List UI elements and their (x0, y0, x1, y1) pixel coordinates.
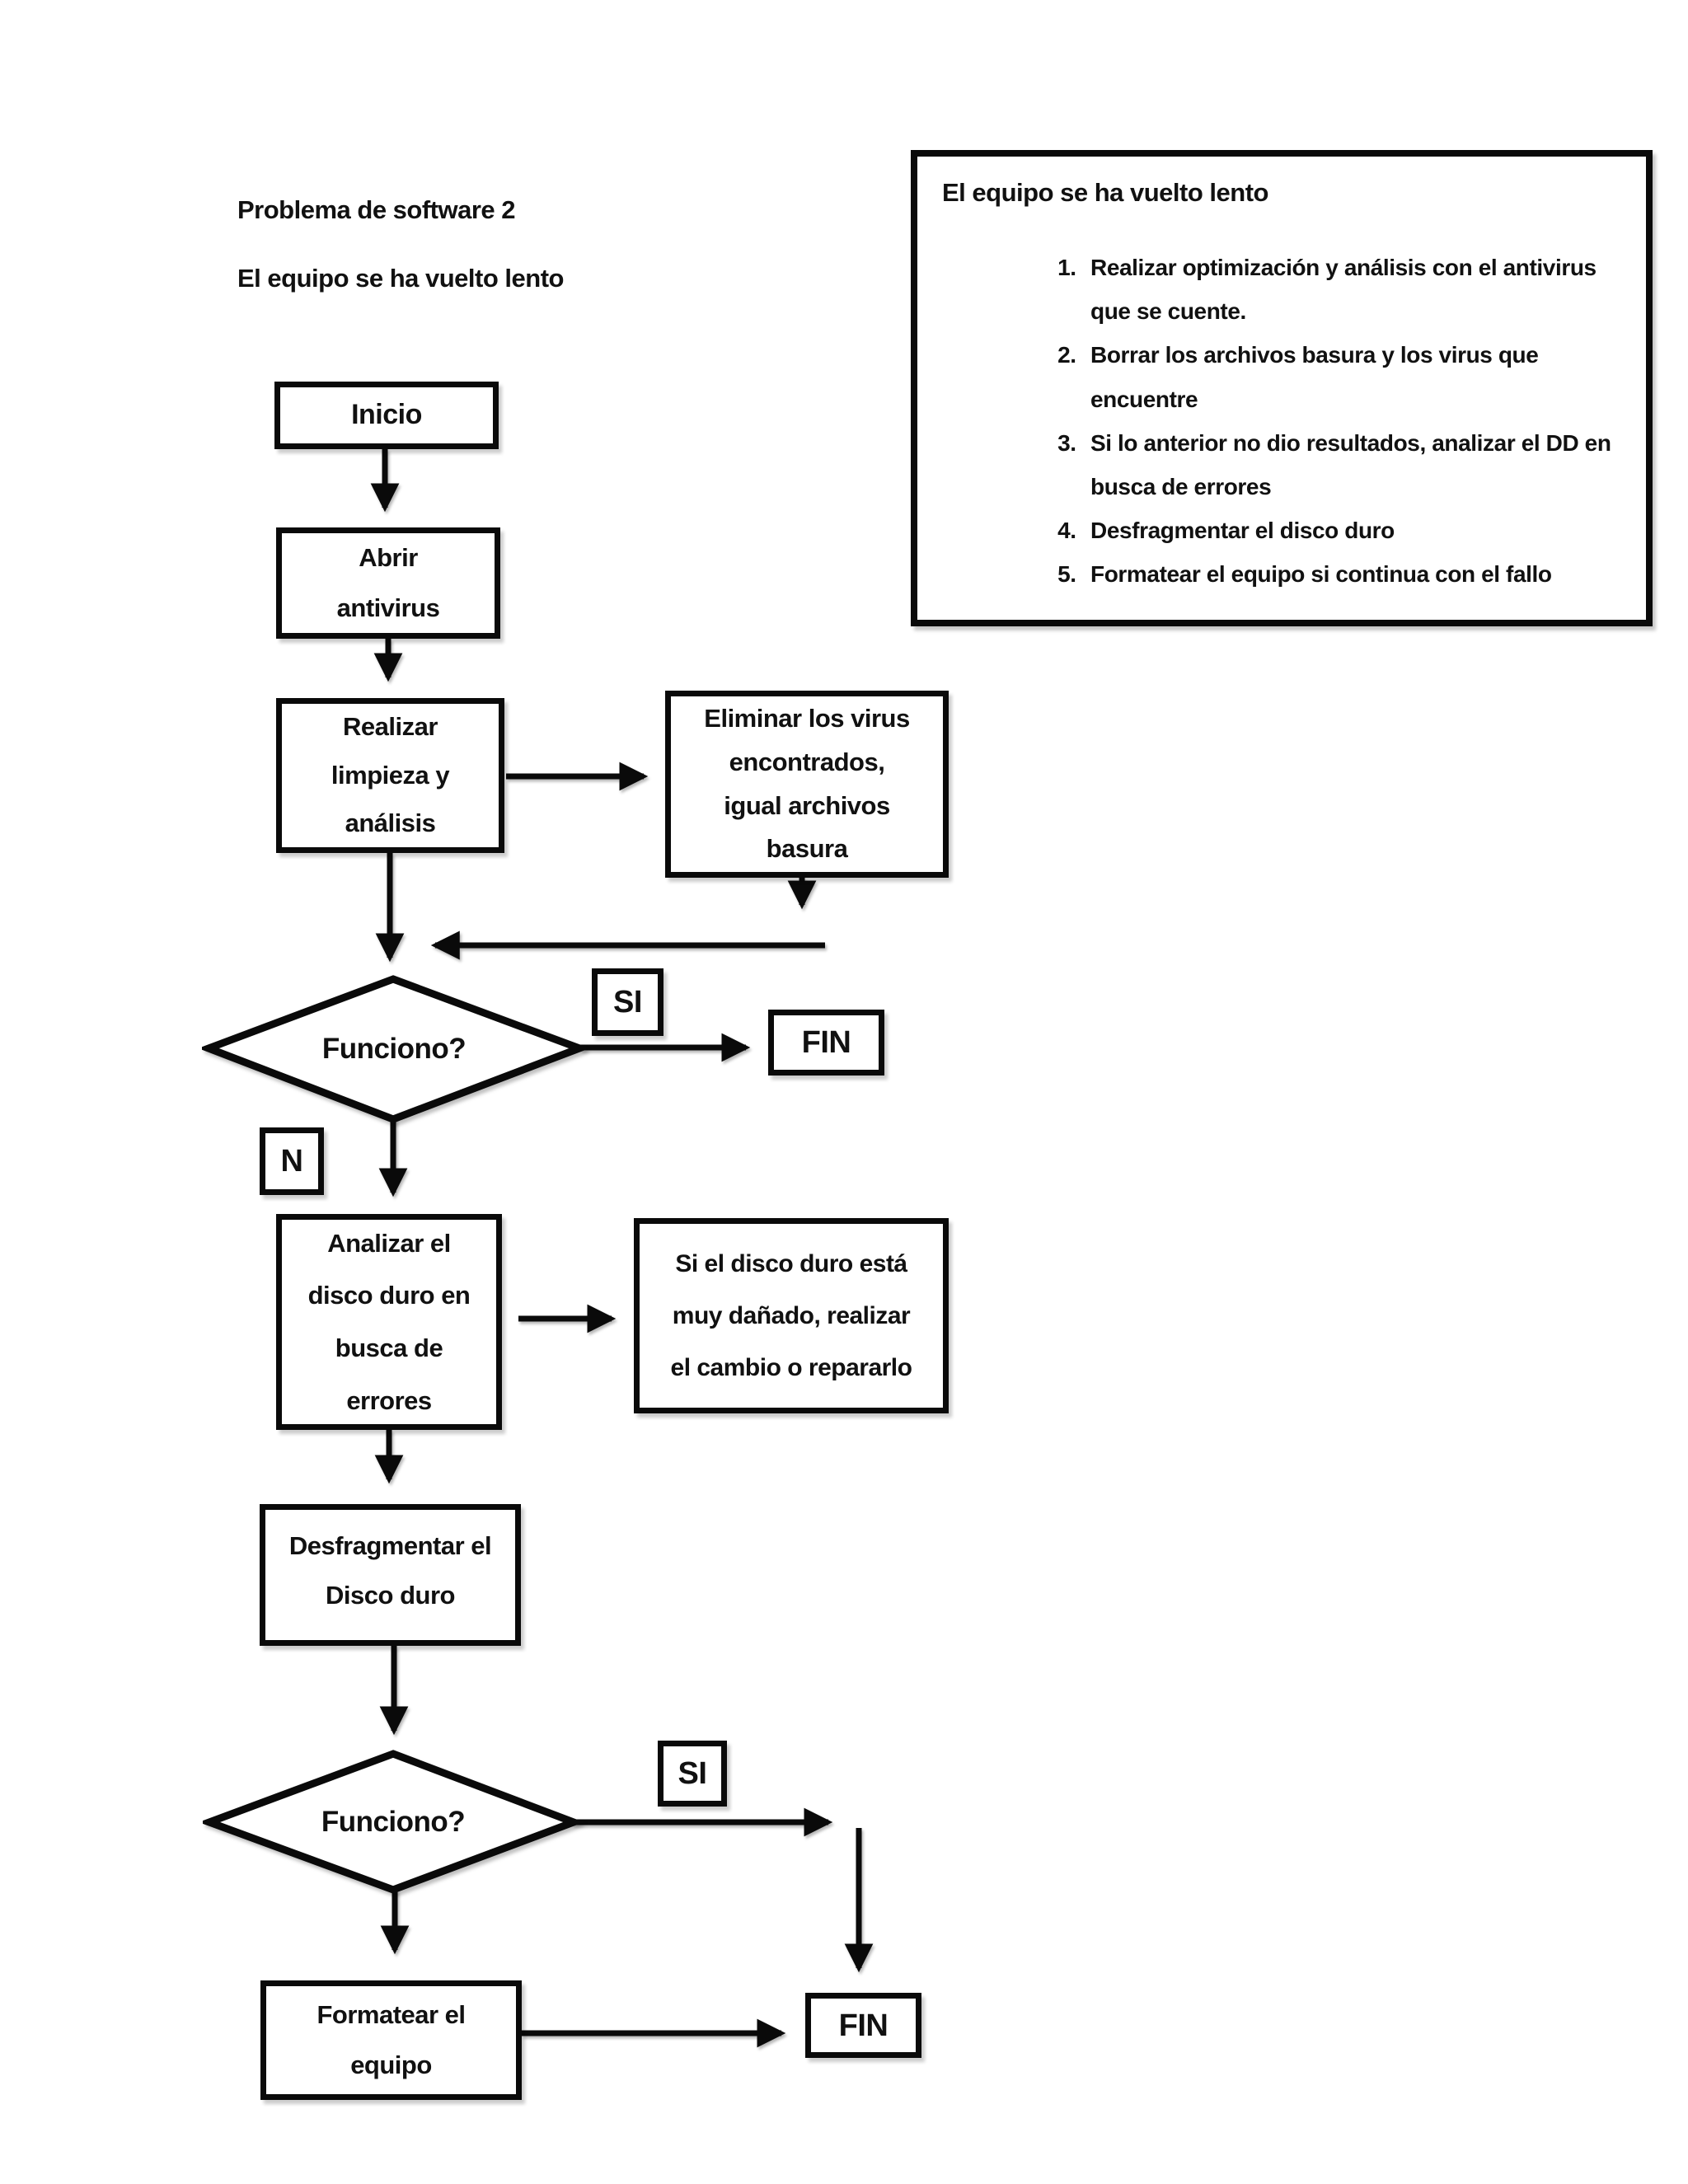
instruction-item: Si lo anterior no dio resultados, analiz… (1082, 421, 1623, 509)
instruction-item: Formatear el equipo si continua con el f… (1082, 552, 1623, 596)
node-fin-2: FIN (805, 1993, 921, 2058)
node-desfragmentar: Desfragmentar el Disco duro (260, 1504, 521, 1646)
instruction-item: Borrar los archivos basura y los virus q… (1082, 333, 1623, 420)
instruction-item: Desfragmentar el disco duro (1082, 509, 1623, 552)
instructions-list: Realizar optimización y análisis con el … (917, 246, 1646, 597)
node-analizar-disco: Analizar el disco duro en busca de error… (276, 1214, 502, 1430)
instruction-item: Realizar optimización y análisis con el … (1082, 246, 1623, 333)
node-fin-1: FIN (768, 1010, 884, 1076)
label-si-1: SI (592, 968, 663, 1036)
decision1-label: Funciono? (321, 1033, 467, 1065)
label-si-2: SI (658, 1741, 727, 1807)
node-realizar-limpieza: Realizar limpieza y análisis (276, 698, 504, 853)
decision2-diamond: Funciono? (203, 1747, 584, 1897)
page-title: Problema de software 2 (237, 195, 516, 224)
node-formatear: Formatear el equipo (260, 1980, 522, 2100)
decision-diamond-shape (203, 1750, 584, 1894)
node-nota-disco-danado: Si el disco duro está muy dañado, realiz… (634, 1218, 949, 1413)
decision2-label: Funciono? (321, 1806, 466, 1838)
instructions-box: El equipo se ha vuelto lento Realizar op… (911, 150, 1653, 626)
decision1-diamond: Funciono? (202, 972, 586, 1126)
page-subtitle: El equipo se ha vuelto lento (237, 264, 564, 293)
label-no: N (260, 1127, 324, 1195)
node-abrir-antivirus: Abrir antivirus (276, 527, 500, 639)
instructions-title: El equipo se ha vuelto lento (942, 178, 1268, 207)
decision-diamond-shape (202, 975, 586, 1123)
node-inicio: Inicio (274, 382, 499, 449)
node-eliminar-virus: Eliminar los virus encontrados, igual ar… (665, 691, 949, 878)
